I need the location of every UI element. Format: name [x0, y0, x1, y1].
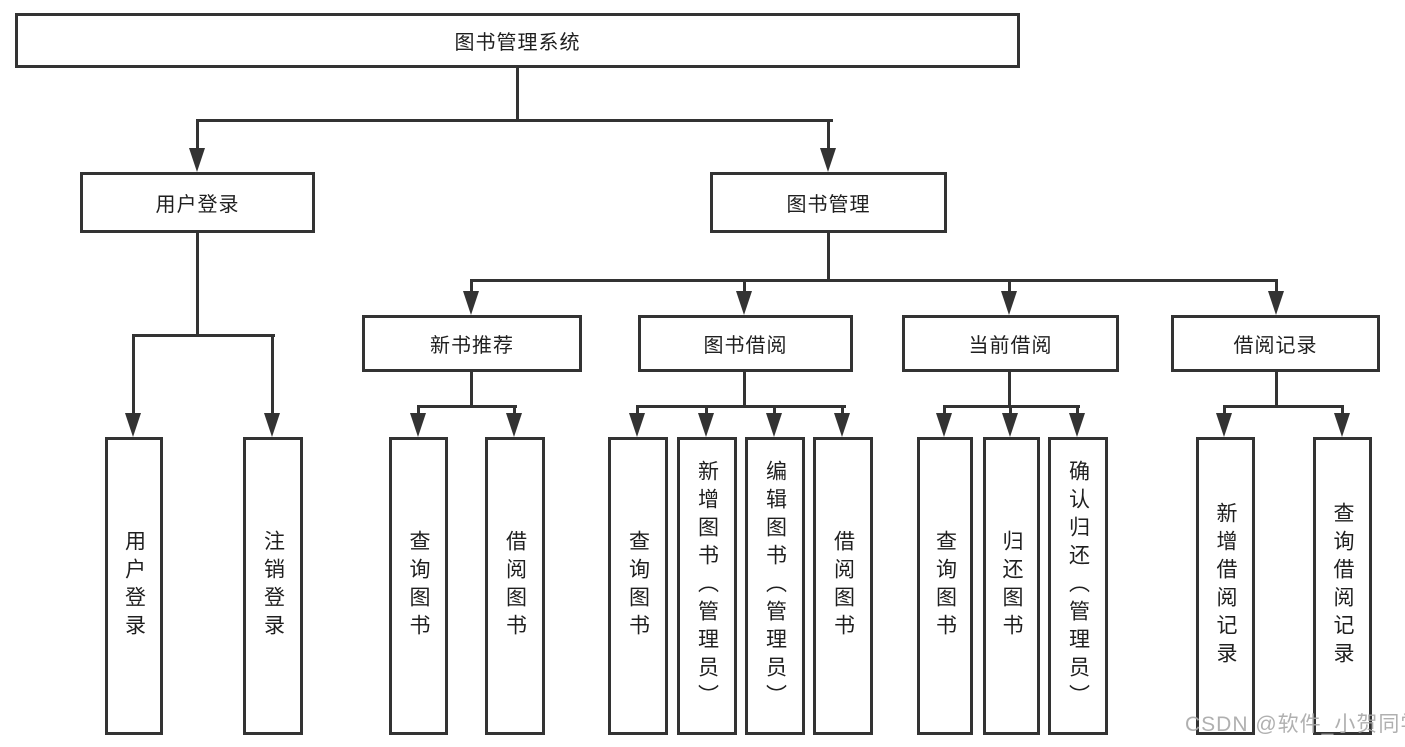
leaf-query-borrow-record: 查询借阅记录 — [1313, 437, 1372, 735]
leaf-label: 归还图书 — [1000, 530, 1023, 642]
leaf-label: 新增借阅记录 — [1214, 502, 1237, 670]
leaf-label: 新增图书（管理员） — [695, 460, 719, 712]
connector-book-borrow-branch — [636, 405, 846, 408]
connector-leaf — [513, 405, 516, 415]
connector-leaf — [1341, 405, 1344, 415]
leaf-label: 借阅图书 — [831, 530, 855, 642]
connector-leaf — [705, 405, 708, 415]
leaf-label: 查询借阅记录 — [1331, 502, 1354, 670]
leaf-label: 注销登录 — [261, 530, 285, 642]
arrow-down-icon — [834, 413, 850, 437]
connector-leaf — [1009, 405, 1012, 415]
arrow-down-icon — [264, 413, 280, 437]
arrow-down-icon — [1216, 413, 1232, 437]
node-book-borrow: 图书借阅 — [638, 315, 853, 372]
arrow-down-icon — [125, 413, 141, 437]
arrow-down-icon — [736, 291, 752, 315]
leaf-label: 借阅图书 — [503, 530, 527, 642]
leaf-label: 确认归还（管理员） — [1066, 460, 1090, 712]
arrow-down-icon — [1001, 291, 1017, 315]
leaf-label: 查询图书 — [933, 530, 957, 642]
connector-new-book-rec-stem — [470, 372, 473, 408]
connector-to-book-borrow — [743, 279, 746, 293]
node-borrow-records: 借阅记录 — [1171, 315, 1380, 372]
watermark: CSDN @软件_小贺同学 — [1185, 713, 1405, 736]
arrow-down-icon — [410, 413, 426, 437]
arrow-down-icon — [629, 413, 645, 437]
connector-to-user-login — [196, 119, 199, 151]
leaf-edit-book-admin: 编辑图书（管理员） — [745, 437, 805, 735]
connector-book-mgmt-stem — [827, 231, 830, 281]
connector-to-current-borrow — [1008, 279, 1011, 293]
arrow-down-icon — [820, 148, 836, 172]
connector-to-leaf-login — [132, 334, 135, 415]
connector-to-borrow-records — [1275, 279, 1278, 293]
leaf-add-borrow-record: 新增借阅记录 — [1196, 437, 1255, 735]
connector-root-branch — [196, 119, 833, 122]
connector-leaf — [417, 405, 420, 415]
leaf-confirm-return-admin: 确认归还（管理员） — [1048, 437, 1108, 735]
node-book-mgmt: 图书管理 — [710, 172, 947, 233]
connector-book-mgmt-branch — [470, 279, 1278, 282]
arrow-down-icon — [766, 413, 782, 437]
connector-leaf — [773, 405, 776, 415]
arrow-down-icon — [936, 413, 952, 437]
connector-user-login-branch — [132, 334, 275, 337]
connector-book-borrow-stem — [743, 372, 746, 408]
arrow-down-icon — [1268, 291, 1284, 315]
connector-to-book-mgmt — [827, 119, 830, 151]
leaf-label: 编辑图书（管理员） — [763, 460, 787, 712]
node-root-system: 图书管理系统 — [15, 13, 1020, 68]
leaf-add-book-admin: 新增图书（管理员） — [677, 437, 737, 735]
connector-borrow-records-branch — [1224, 405, 1344, 408]
leaf-label: 查询图书 — [407, 530, 430, 642]
arrow-down-icon — [1002, 413, 1018, 437]
leaf-label: 用户登录 — [122, 530, 146, 642]
connector-leaf — [636, 405, 639, 415]
leaf-borrow-book: 借阅图书 — [813, 437, 873, 735]
leaf-borrow-query-book: 查询图书 — [608, 437, 668, 735]
arrow-down-icon — [189, 148, 205, 172]
arrow-down-icon — [1069, 413, 1085, 437]
connector-root-stem — [516, 66, 519, 121]
leaf-return-book: 归还图书 — [983, 437, 1040, 735]
leaf-user-login: 用户登录 — [105, 437, 163, 735]
node-new-book-rec: 新书推荐 — [362, 315, 582, 372]
leaf-current-query-book: 查询图书 — [917, 437, 973, 735]
connector-new-book-rec-branch — [417, 405, 517, 408]
arrow-down-icon — [506, 413, 522, 437]
leaf-logout: 注销登录 — [243, 437, 303, 735]
node-current-borrow: 当前借阅 — [902, 315, 1119, 372]
connector-leaf — [841, 405, 844, 415]
leaf-rec-borrow-book: 借阅图书 — [485, 437, 545, 735]
connector-user-login-stem — [196, 231, 199, 336]
leaf-rec-query-book: 查询图书 — [389, 437, 448, 735]
connector-current-borrow-stem — [1008, 372, 1011, 408]
arrow-down-icon — [698, 413, 714, 437]
arrow-down-icon — [1334, 413, 1350, 437]
connector-leaf — [1076, 405, 1079, 415]
leaf-label: 查询图书 — [626, 530, 650, 642]
connector-to-leaf-logout — [271, 334, 274, 415]
connector-leaf — [1223, 405, 1226, 415]
connector-to-new-book-rec — [470, 279, 473, 293]
arrow-down-icon — [463, 291, 479, 315]
connector-leaf — [943, 405, 946, 415]
node-user-login: 用户登录 — [80, 172, 315, 233]
connector-borrow-records-stem — [1275, 372, 1278, 408]
